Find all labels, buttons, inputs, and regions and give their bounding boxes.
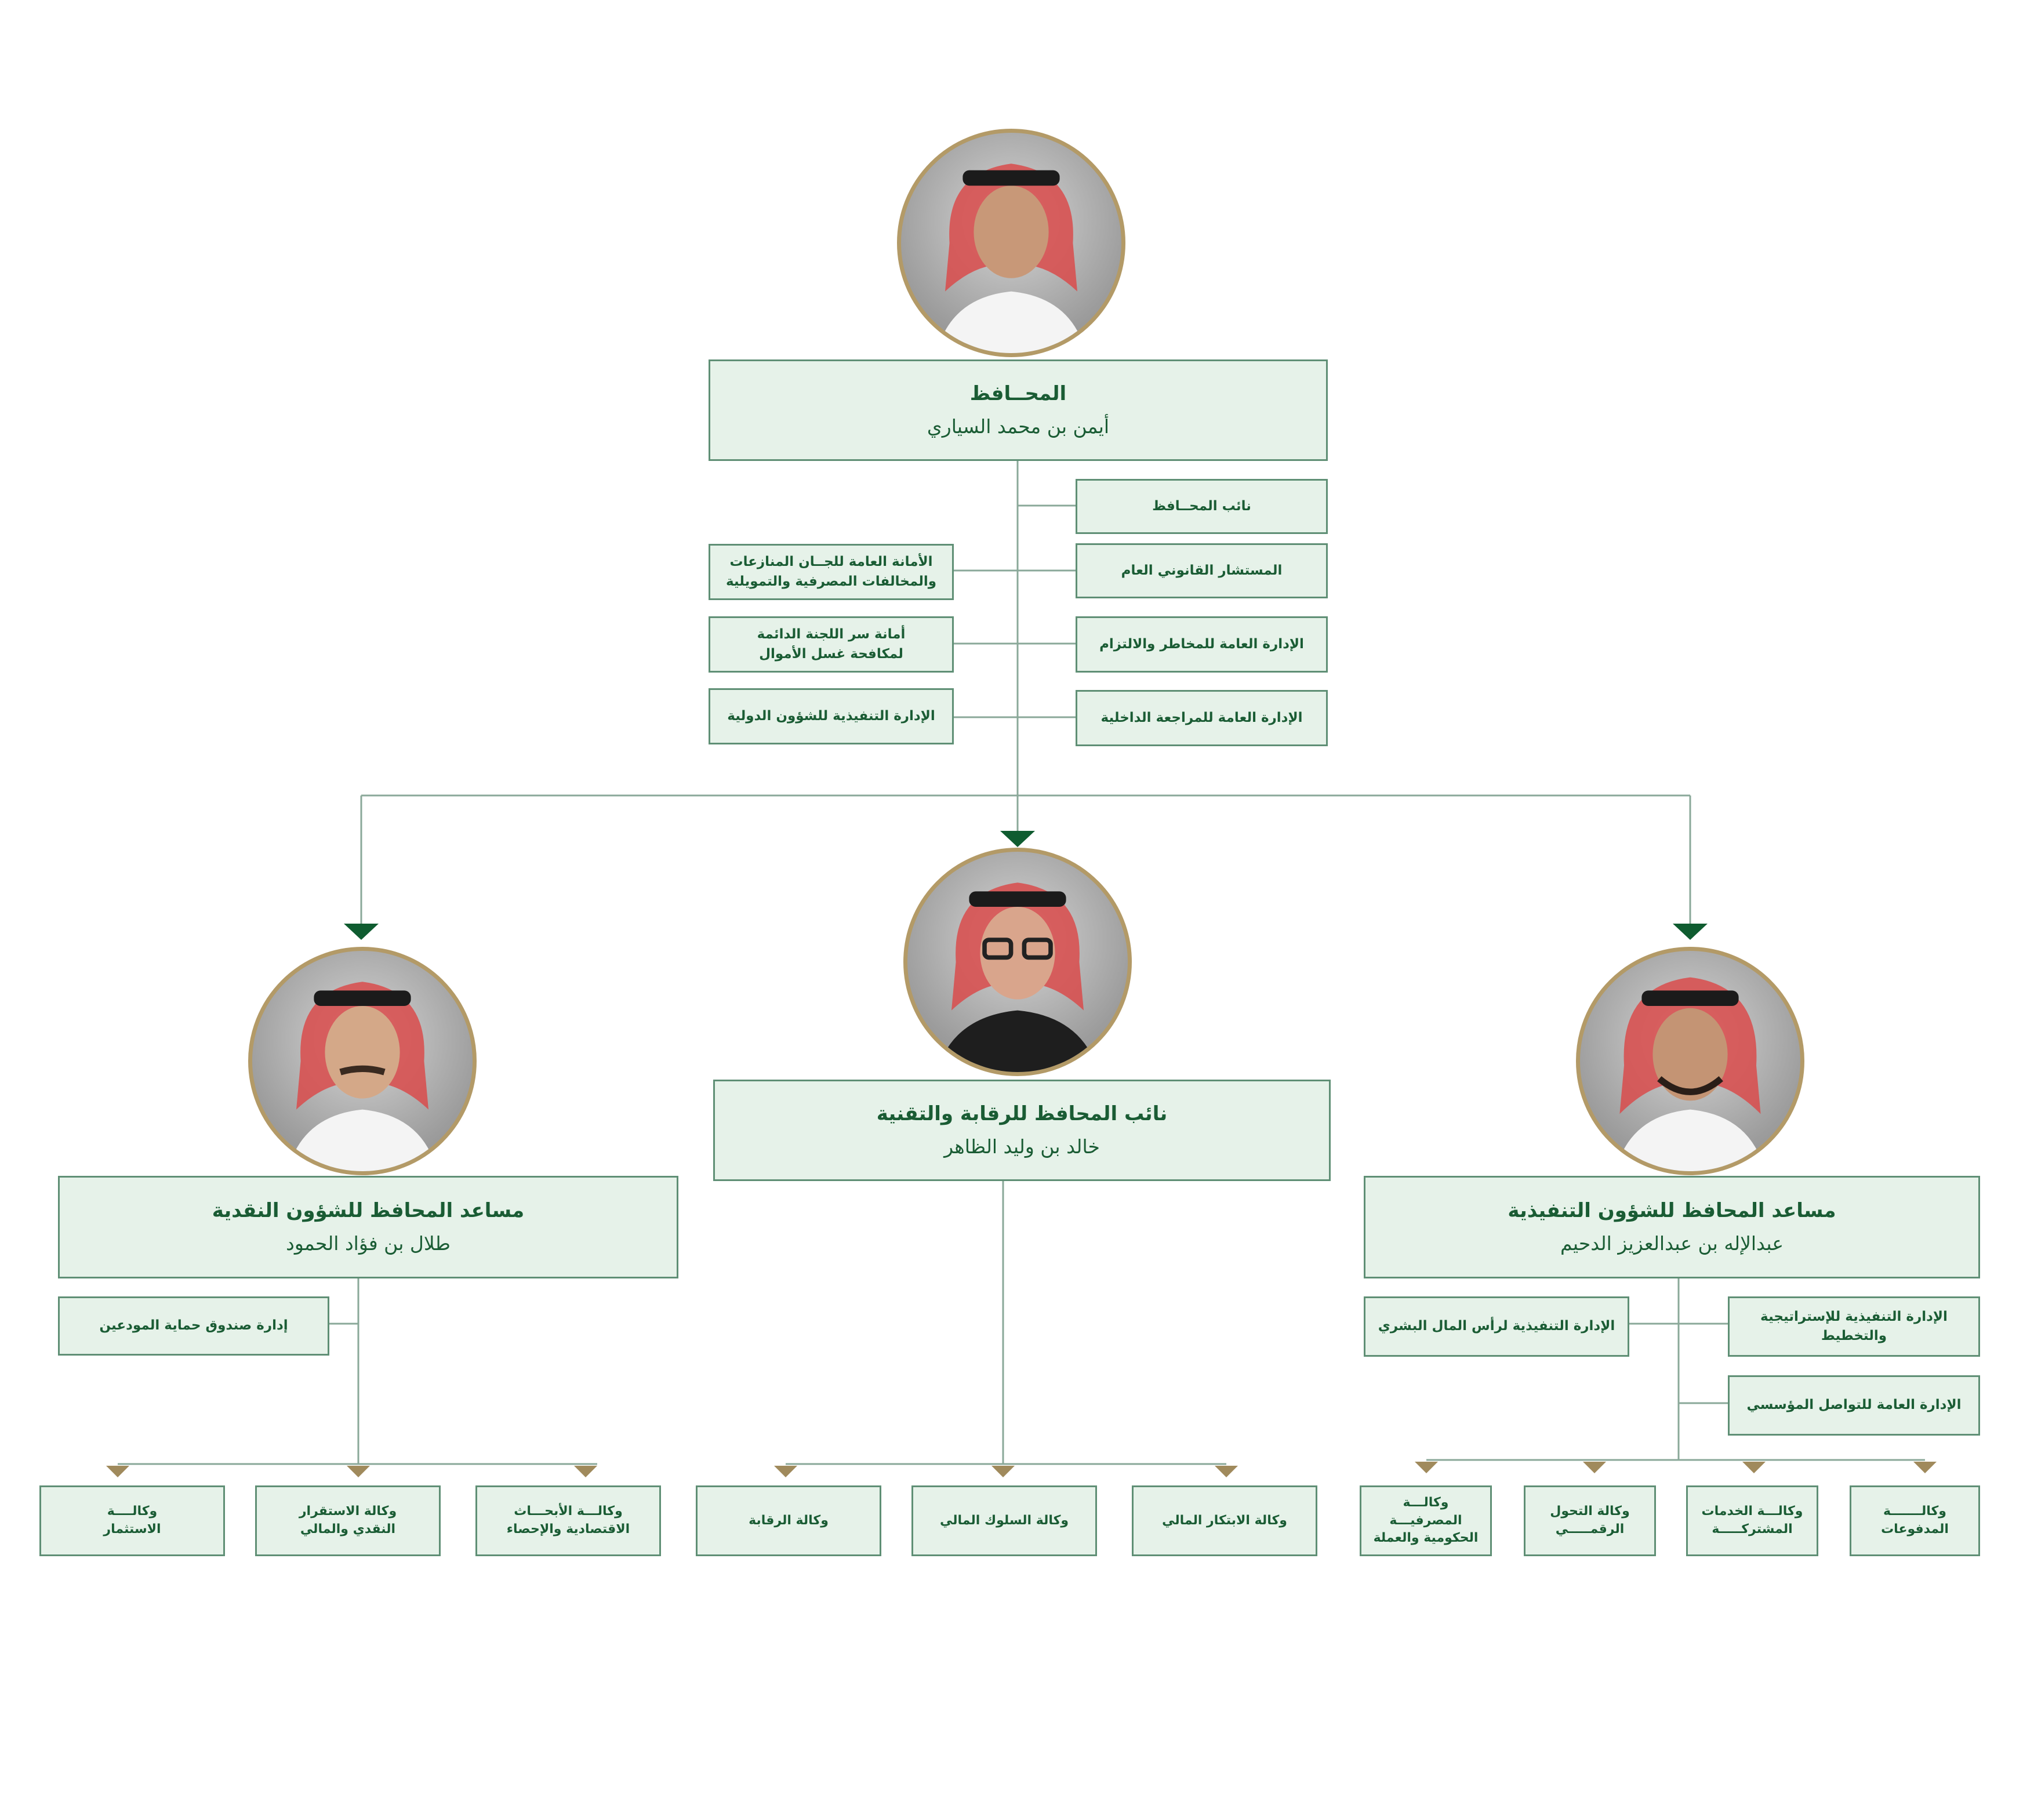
agency-economic-research: وكالـــة الأبحـــاث الاقتصادية والإحصاء — [475, 1485, 661, 1556]
arrow-small — [574, 1466, 597, 1477]
deputy-title: نائب المحافظ للرقابة والتقنية — [876, 1102, 1168, 1125]
agency-investment: وكالــــة الاستثمار — [39, 1485, 225, 1556]
unit-disputes-secretariat: الأمانة العامة للجــان المنازعات والمخال… — [709, 544, 954, 600]
arrow-deputy — [1000, 831, 1035, 847]
unit-deputy-governor: نائب المحــافظ — [1076, 479, 1328, 534]
agency-government-banking: وكالـــة المصرفيـــة الحكومية والعملة — [1360, 1485, 1492, 1556]
deputy-box: نائب المحافظ للرقابة والتقنية خالد بن ول… — [713, 1080, 1331, 1181]
unit-strategy-planning: الإدارة التنفيذية للإستراتيجية والتخطيط — [1728, 1296, 1980, 1357]
governor-name: أيمن بن محمد السياري — [927, 415, 1110, 438]
executive-box: مساعد المحافظ للشؤون التنفيذية عبدالإله … — [1364, 1176, 1980, 1278]
agency-payments: وكالـــــــة المدفوعات — [1850, 1485, 1980, 1556]
agency-monetary-stability: وكالة الاستقرار النقدي والمالي — [255, 1485, 441, 1556]
arrow-small — [1415, 1462, 1438, 1473]
executive-photo — [1576, 947, 1804, 1175]
unit-aml-committee: أمانة سر اللجنة الدائمة لمكافحة غسل الأم… — [709, 616, 954, 673]
monetary-photo — [248, 947, 477, 1175]
arrow-small — [347, 1466, 370, 1477]
monetary-name: طلال بن فؤاد الحمود — [286, 1232, 451, 1255]
arrow-small — [1215, 1466, 1238, 1477]
executive-name: عبدالإله بن عبدالعزيز الدحيم — [1560, 1232, 1784, 1255]
arrow-small — [1583, 1462, 1606, 1473]
deputy-name: خالد بن وليد الظاهر — [944, 1135, 1100, 1158]
agency-shared-services: وكالـــة الخدمات المشتركـــــة — [1686, 1485, 1818, 1556]
monetary-box: مساعد المحافظ للشؤون النقدية طلال بن فؤا… — [58, 1176, 678, 1278]
agency-financial-innovation: وكالة الابتكار المالي — [1132, 1485, 1317, 1556]
agency-financial-conduct: وكالة السلوك المالي — [911, 1485, 1097, 1556]
unit-international-affairs: الإدارة التنفيذية للشؤون الدولية — [709, 688, 954, 744]
unit-legal-counsel: المستشار القانوني العام — [1076, 543, 1328, 598]
executive-title: مساعد المحافظ للشؤون التنفيذية — [1508, 1198, 1836, 1222]
unit-deposit-protection: إدارة صندوق حماية المودعين — [58, 1296, 329, 1356]
arrow-small — [1913, 1462, 1937, 1473]
unit-internal-audit: الإدارة العامة للمراجعة الداخلية — [1076, 690, 1328, 746]
unit-human-capital: الإدارة التنفيذية لرأس المال البشري — [1364, 1296, 1629, 1357]
governor-box: المحــافظ أيمن بن محمد السياري — [709, 359, 1328, 461]
arrow-small — [774, 1466, 797, 1477]
unit-risk-compliance: الإدارة العامة للمخاطر والالتزام — [1076, 616, 1328, 673]
monetary-title: مساعد المحافظ للشؤون النقدية — [212, 1198, 525, 1222]
arrow-small — [991, 1466, 1015, 1477]
governor-photo — [897, 129, 1125, 357]
unit-corporate-communication: الإدارة العامة للتواصل المؤسسي — [1728, 1375, 1980, 1436]
arrow-monetary — [344, 924, 379, 940]
governor-title: المحــافظ — [969, 382, 1067, 405]
arrow-small — [106, 1466, 129, 1477]
agency-digital-transformation: وكالة التحول الرقمـــــي — [1524, 1485, 1656, 1556]
agency-supervision: وكالة الرقابة — [696, 1485, 881, 1556]
deputy-photo — [903, 848, 1132, 1076]
arrow-executive — [1673, 924, 1708, 940]
arrow-small — [1742, 1462, 1766, 1473]
